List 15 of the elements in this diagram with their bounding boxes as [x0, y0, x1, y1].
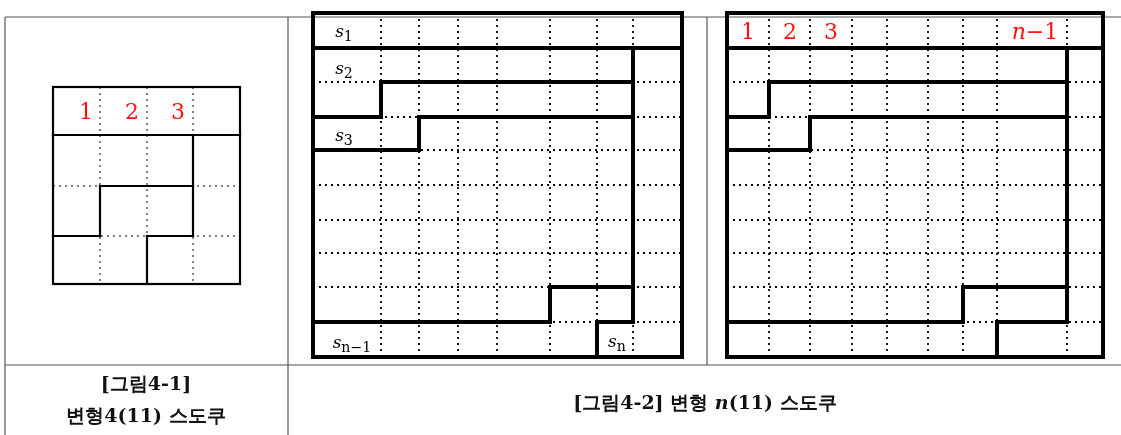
region-label: s$_{1}$	[335, 21, 353, 45]
region-label: s$_{2}$	[335, 58, 353, 82]
region-label: s$_{3}$	[335, 125, 353, 149]
cell-number: n−1	[1011, 19, 1059, 45]
cell-number: 1	[741, 19, 755, 45]
region-label: s$_{n}$	[608, 331, 626, 355]
cell-number: 2	[783, 19, 797, 45]
cell-number: 3	[824, 19, 838, 45]
cell-number: 1	[79, 99, 93, 125]
cell-number: 2	[125, 99, 139, 125]
region-label: s$_{n−1}$	[332, 332, 372, 356]
figure-caption: [그림4-1]	[100, 372, 192, 394]
figure-caption: [그림4-2] 변형 n(11) 스도쿠	[573, 391, 837, 413]
cell-number: 3	[171, 99, 185, 125]
figure-caption: 변형4(11) 스도쿠	[66, 404, 226, 426]
